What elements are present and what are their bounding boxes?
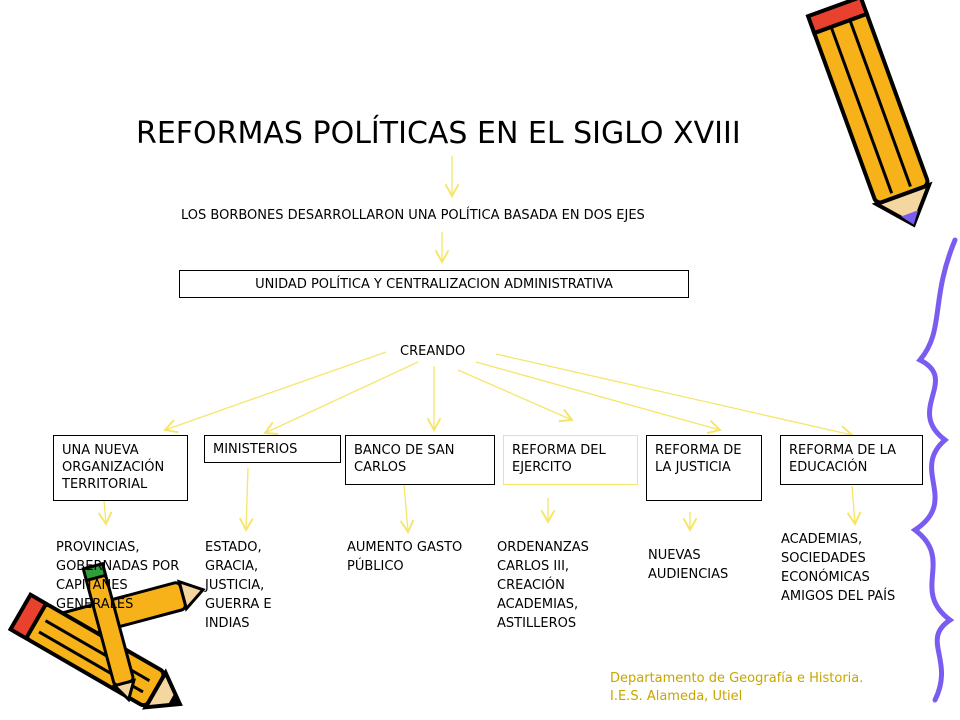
arrow-detail-2 xyxy=(239,467,254,533)
arrow-detail-1 xyxy=(97,499,113,527)
detail-educacion: ACADEMIAS, SOCIEDADES ECONÓMICAS AMIGOS … xyxy=(781,532,896,604)
reform-box-educacion: REFORMA DE LA EDUCACIÓN xyxy=(780,435,923,485)
detail-territorial: PROVINCIAS, GOBERNADAS POR CAPITANES GEN… xyxy=(56,540,180,612)
reform-box-ministerios: MINISTERIOS xyxy=(204,435,341,463)
reform-box-justicia: REFORMA DE LA JUSTICIA xyxy=(646,435,762,501)
footer-line-1: Departamento de Geografía e Historia. xyxy=(610,671,864,686)
arrow-detail-3 xyxy=(399,483,415,535)
pencil-icon xyxy=(81,561,137,703)
pencil-icon xyxy=(805,0,933,228)
subtitle: LOS BORBONES DESARROLLARON UNA POLÍTICA … xyxy=(181,208,645,223)
arrow-to-justicia xyxy=(475,361,722,435)
arrow-to-ejercito xyxy=(457,369,574,423)
footer-line-2: I.E.S. Alameda, Utiel xyxy=(610,689,743,704)
arrow-detail-6 xyxy=(846,485,862,527)
detail-ministerios: ESTADO, GRACIA, JUSTICIA, GUERRA E INDIA… xyxy=(205,540,272,631)
arrow-to-ministerios xyxy=(263,361,419,435)
detail-banco: AUMENTO GASTO PÚBLICO xyxy=(347,540,463,574)
page-title: REFORMAS POLÍTICAS EN EL SIGLO XVIII xyxy=(136,116,741,151)
detail-justicia: NUEVAS AUDIENCIAS xyxy=(648,548,729,582)
reform-box-ejercito: REFORMA DEL EJERCITO xyxy=(503,435,638,485)
arrow-to-educacion xyxy=(495,353,854,440)
reform-box-territorial: UNA NUEVA ORGANIZACIÓN TERRITORIAL xyxy=(53,435,188,501)
creating-label: CREANDO xyxy=(400,344,466,359)
reform-box-banco: BANCO DE SAN CARLOS xyxy=(345,435,495,485)
arrow-to-territorial xyxy=(163,351,387,434)
main-concept-box: UNIDAD POLÍTICA Y CENTRALIZACION ADMINIS… xyxy=(179,270,689,298)
detail-ejercito: ORDENANZAS CARLOS III, CREACIÓN ACADEMIA… xyxy=(497,540,589,631)
scribble-decoration xyxy=(910,237,958,703)
footer-credit: Departamento de Geografía e Historia. I.… xyxy=(610,670,863,706)
